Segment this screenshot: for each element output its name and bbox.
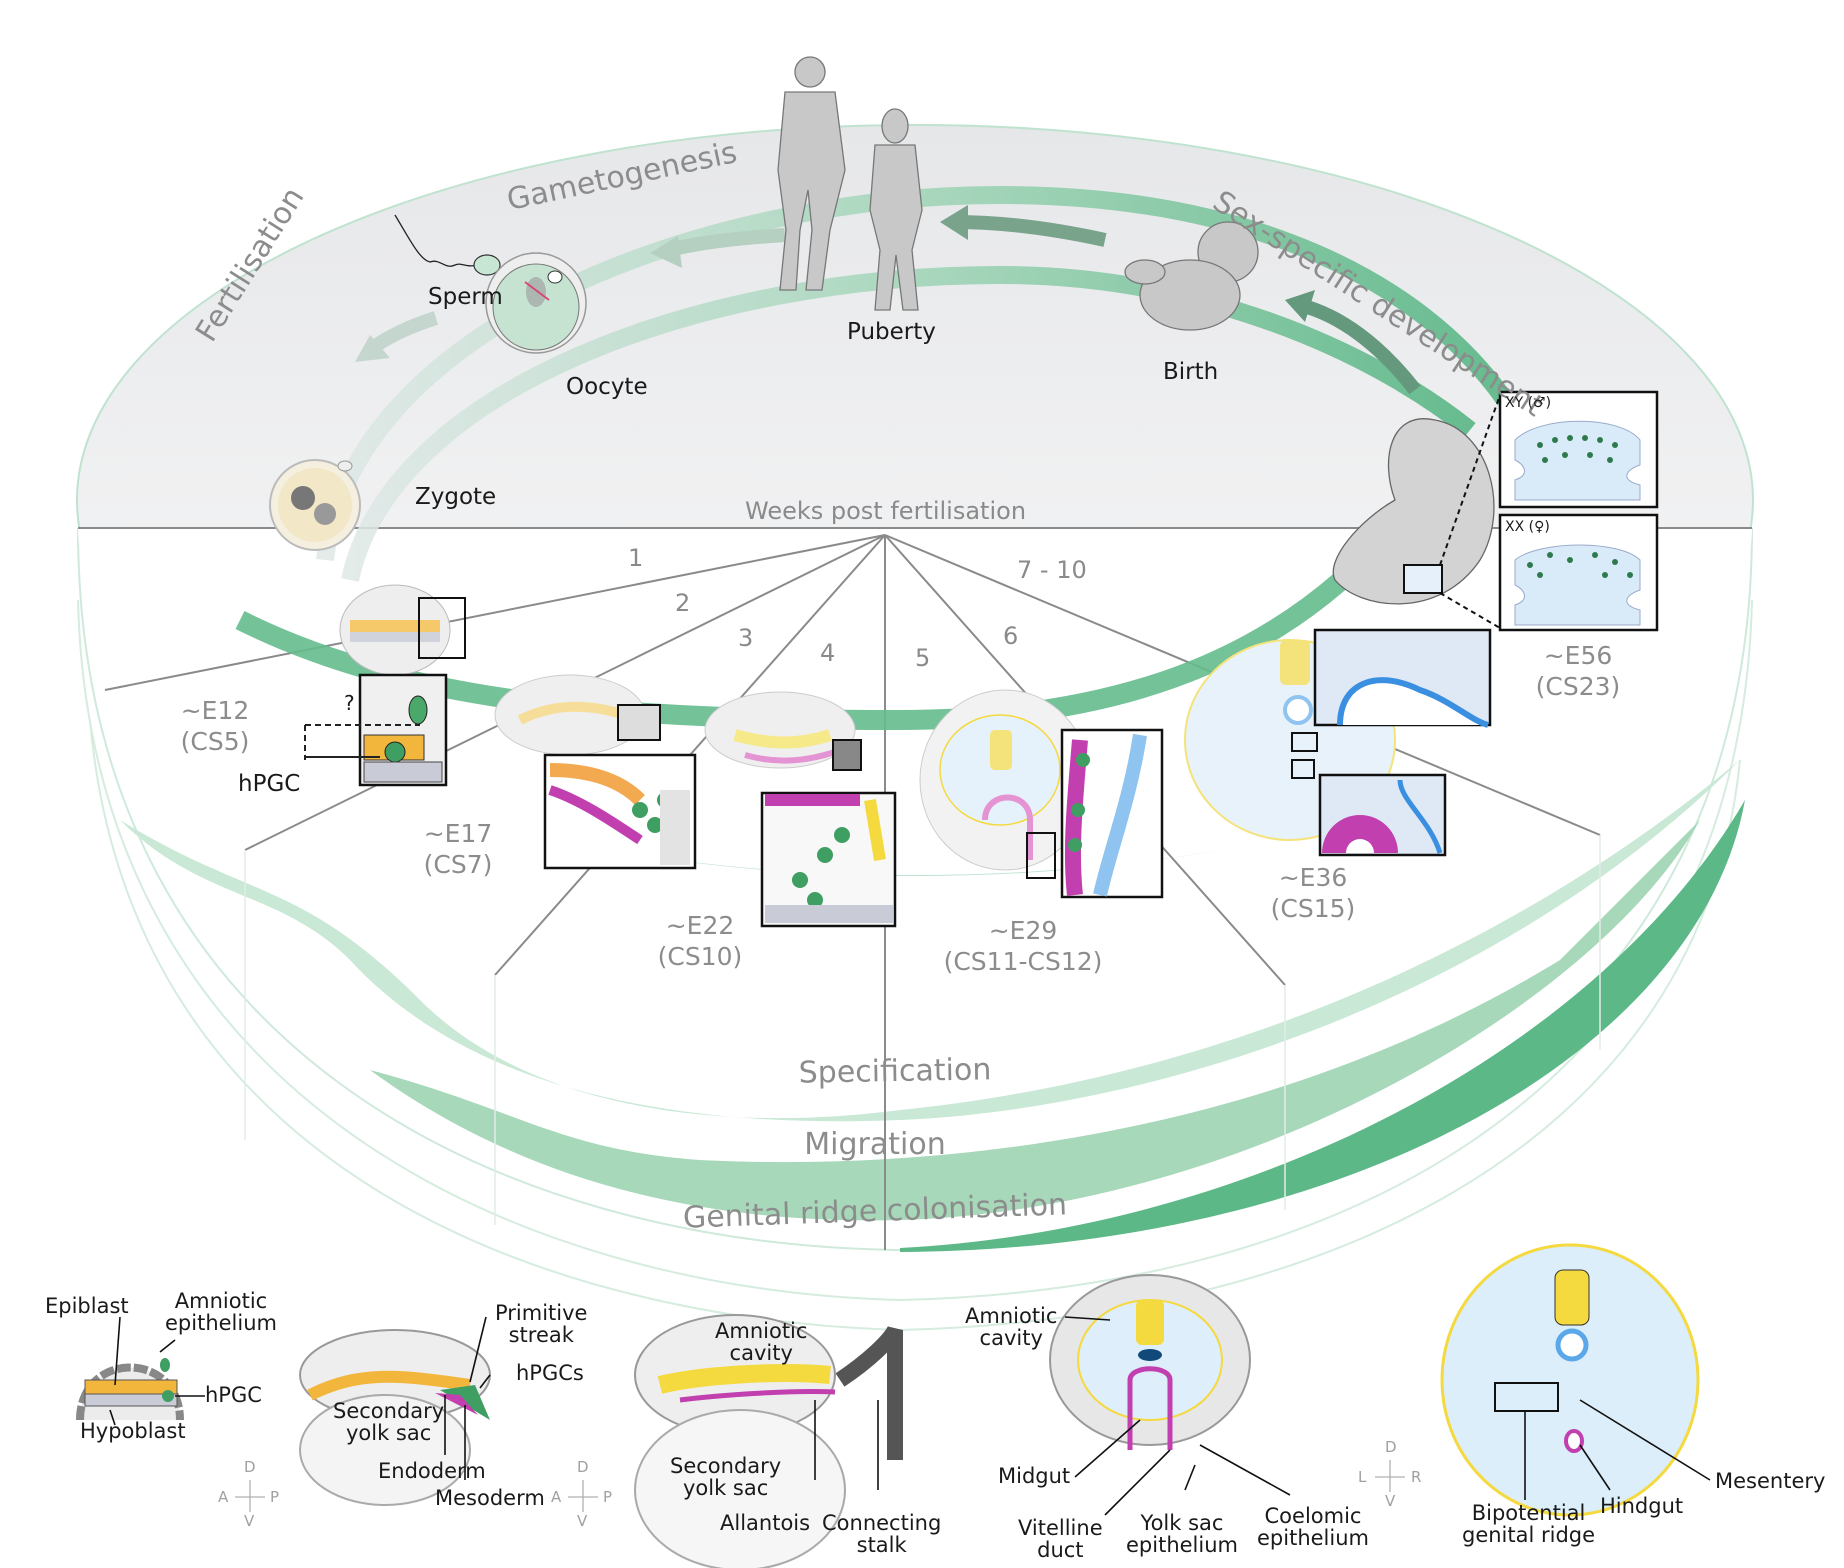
axis-posterior: P (270, 1488, 280, 1506)
week-label-4: 4 (820, 639, 836, 667)
stage-cs: (CS5) (180, 727, 250, 757)
e12-embryo (304, 584, 466, 787)
migration-band (370, 820, 1700, 1221)
panel3-illustration (634, 1314, 903, 1568)
oocyte-illustration (485, 252, 587, 354)
week-label-5: 5 (915, 644, 931, 672)
stage-day: ~E17 (423, 819, 493, 848)
adult-male-figure (777, 56, 846, 291)
yolk-sac-epithelium-label: Yolk sac epithelium (1126, 1511, 1238, 1558)
e36-embryo (1184, 628, 1492, 857)
timeline-title: Weeks post fertilisation (745, 497, 1027, 525)
stage-cs: (CS23) (1535, 672, 1621, 702)
stage-e29: ~E29 (CS11-CS12) (944, 915, 1103, 978)
zygote-illustration (269, 459, 361, 551)
migration-label: Migration (804, 1127, 946, 1162)
vitelline-duct-label: Vitelline duct (1018, 1516, 1103, 1563)
hpgc-inset-label: hPGC (238, 771, 301, 797)
xx-female-label: XX (♀) (1505, 519, 1550, 535)
stage-day: ~E12 (180, 696, 250, 725)
zygote-label: Zygote (415, 484, 497, 510)
arrow-gametes-to-zygote (355, 311, 439, 362)
week-label-7-10: 7 - 10 (1017, 556, 1087, 584)
e22-embryo (704, 691, 897, 928)
secondary-yolk-sac-label-p3: Secondary yolk sac (670, 1454, 782, 1501)
panel5-illustration (1440, 1243, 1700, 1517)
e17-embryo (494, 674, 697, 870)
hpgc-label: hPGC (205, 1383, 262, 1407)
stage-day: ~E22 (665, 911, 735, 940)
stage-cs: (CS15) (1270, 894, 1356, 924)
adult-female-figure (869, 108, 923, 311)
mesoderm-label: Mesoderm (435, 1486, 545, 1510)
cycle-arc-outer (316, 185, 1513, 561)
bipotential-genital-ridge-label: Bipotential genital ridge (1462, 1501, 1596, 1548)
primitive-streak-label: Primitive streak (495, 1301, 588, 1348)
hpgcs-label: hPGCs (516, 1361, 584, 1385)
specification-label: Specification (798, 1052, 992, 1091)
connecting-stalk-label: Connecting stalk (822, 1511, 942, 1558)
stage-cs: (CS10) (657, 942, 743, 972)
amniotic-cavity-label-p3: Amniotic cavity (715, 1319, 808, 1366)
axis-dorsal: D (1385, 1438, 1397, 1456)
mesentery-label: Mesentery (1715, 1469, 1826, 1493)
sperm-label: Sperm (428, 284, 503, 310)
axis-anterior: A (218, 1488, 229, 1506)
allantois-label: Allantois (720, 1511, 811, 1535)
stage-e36: ~E36 (CS15) (1271, 862, 1356, 925)
uncertain-origin-mark: ? (344, 691, 355, 715)
secondary-yolk-sac-label-p2: Secondary yolk sac (333, 1399, 445, 1446)
stage-e17: ~E17 (CS7) (424, 818, 493, 881)
week-label-3: 3 (738, 624, 754, 652)
stage-cs: (CS11-CS12) (943, 947, 1103, 977)
axis-right: R (1411, 1468, 1422, 1486)
coelomic-epithelium-label: Coelomic epithelium (1257, 1504, 1369, 1551)
axis-left: L (1358, 1468, 1367, 1486)
week-label-2: 2 (675, 589, 691, 617)
week-label-1: 1 (628, 544, 644, 572)
oocyte-label: Oocyte (566, 374, 648, 400)
arrow-birth-to-puberty (940, 205, 1107, 247)
arrow-puberty-to-gametes (650, 228, 786, 268)
cycle-arc-inner (341, 265, 1476, 582)
panel1-illustration (76, 1358, 184, 1421)
epiblast-label: Epiblast (45, 1294, 129, 1318)
axis-ventral: V (577, 1512, 588, 1530)
xy-male-label: XY (♂) (1505, 395, 1552, 411)
e56-xy-gonad-inset (1498, 390, 1659, 509)
axis-anterior: A (551, 1488, 562, 1506)
puberty-label: Puberty (847, 319, 936, 345)
amniotic-epithelium-label: Amniotic epithelium (165, 1289, 277, 1336)
endoderm-label: Endoderm (378, 1459, 486, 1483)
stage-cs: (CS7) (423, 850, 493, 880)
newborn-illustration (1124, 221, 1259, 331)
hypoblast-label: Hypoblast (80, 1419, 186, 1443)
amniotic-cavity-label-p4: Amniotic cavity (965, 1304, 1058, 1351)
axis-ventral: V (1385, 1492, 1396, 1510)
axis-ventral: V (244, 1512, 255, 1530)
e29-embryo (919, 689, 1164, 899)
stage-e22: ~E22 (CS10) (658, 910, 743, 973)
stage-day: ~E56 (1543, 641, 1613, 670)
sperm-illustration (394, 214, 501, 276)
axis-dorsal: D (244, 1458, 256, 1476)
orientation-crosses (235, 1460, 1405, 1512)
e56-xx-gonad-inset (1498, 513, 1659, 632)
axis-dorsal: D (577, 1458, 589, 1476)
stage-e12: ~E12 (CS5) (181, 695, 250, 758)
panel4-illustration (1049, 1274, 1251, 1450)
axis-posterior: P (603, 1488, 613, 1506)
stage-day: ~E29 (988, 916, 1058, 945)
arrow-development-to-birth (1285, 290, 1421, 395)
hindgut-label: Hindgut (1600, 1494, 1684, 1518)
stage-e56: ~E56 (CS23) (1536, 640, 1621, 703)
colonisation-band (900, 800, 1745, 1252)
foetus-illustration (1332, 418, 1495, 605)
birth-label: Birth (1163, 359, 1219, 385)
midgut-label: Midgut (998, 1464, 1071, 1488)
stage-day: ~E36 (1278, 863, 1348, 892)
week-label-6: 6 (1003, 622, 1019, 650)
